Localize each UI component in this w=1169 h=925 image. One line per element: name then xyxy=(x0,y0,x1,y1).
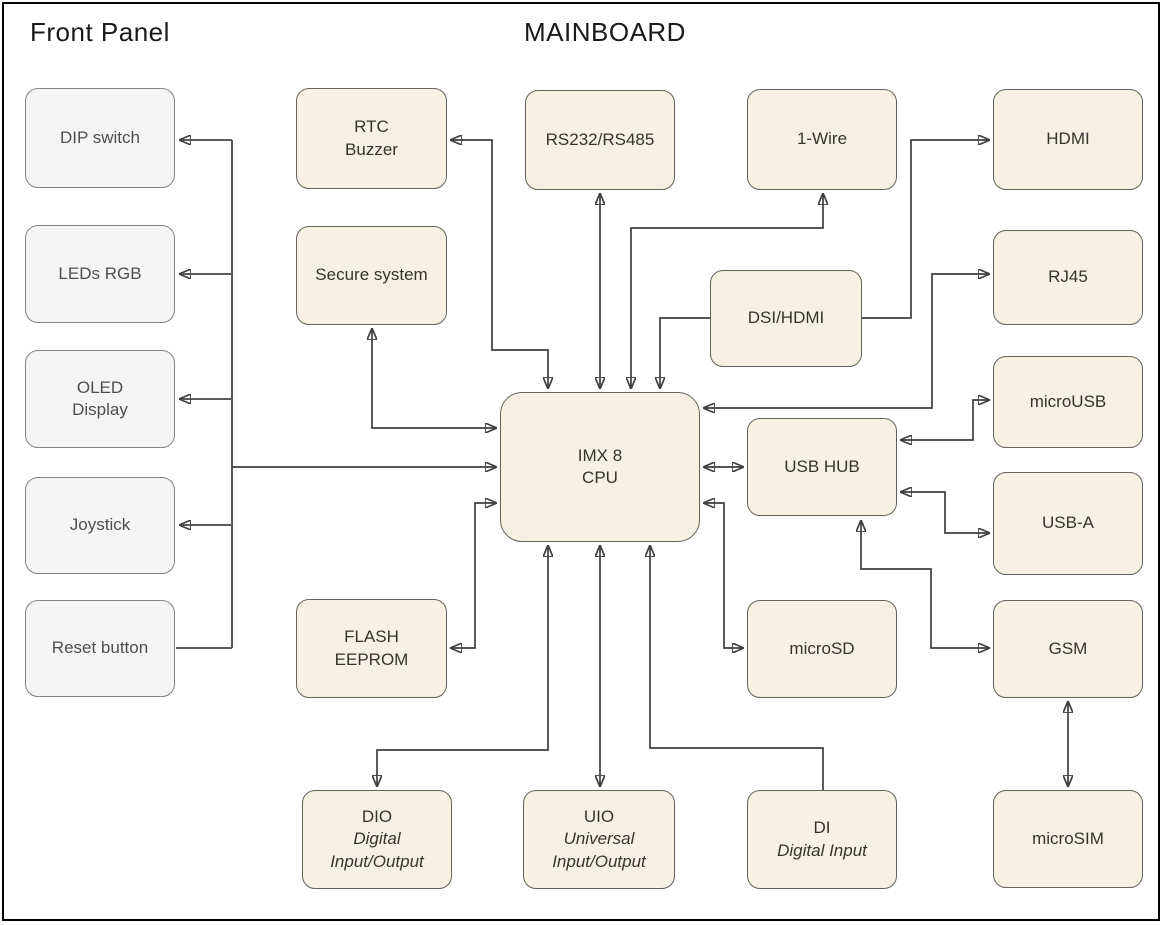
node-label: OLED Display xyxy=(72,377,128,419)
node-label: DIO xyxy=(361,807,393,827)
node-secure-system: Secure system xyxy=(296,226,447,325)
front-panel-title: Front Panel xyxy=(30,17,170,47)
node-label: GSM xyxy=(1048,638,1088,658)
node-dsi-hdmi: DSI/HDMI xyxy=(710,270,862,367)
edge-usb-hub-microusb xyxy=(901,400,989,440)
node-joystick: Joystick xyxy=(25,477,175,574)
edge-gsm-usb-hub xyxy=(861,521,989,648)
edge-cpu-dio xyxy=(377,546,548,786)
node-label: FLASH EEPROM xyxy=(334,627,409,669)
node-hdmi: HDMI xyxy=(993,89,1143,190)
node-rj45: RJ45 xyxy=(993,230,1143,325)
edge-cpu-rj45 xyxy=(704,274,989,408)
node-gsm: GSM xyxy=(993,600,1143,698)
node-di: DI Digital Input xyxy=(747,790,897,889)
node-microsim: microSIM xyxy=(993,790,1143,888)
node-label: microUSB xyxy=(1029,391,1107,411)
edge-dsi-hdmi-cpu xyxy=(660,317,712,388)
node-rtc-buzzer: RTC Buzzer xyxy=(296,88,447,189)
node-label: RJ45 xyxy=(1048,267,1088,287)
node-dip-switch: DIP switch xyxy=(25,88,175,188)
node-label: UIO xyxy=(583,807,615,827)
node-label: Joystick xyxy=(69,515,131,535)
node-label: Reset button xyxy=(51,638,149,658)
node-oled-display: OLED Display xyxy=(25,350,175,448)
edge-cpu-one-wire xyxy=(631,194,823,388)
node-label: LEDs RGB xyxy=(58,263,142,283)
node-reset-button: Reset button xyxy=(25,600,175,697)
node-sublabel: Digital Input/Output xyxy=(330,829,424,871)
node-leds-rgb: LEDs RGB xyxy=(25,225,175,323)
node-one-wire: 1-Wire xyxy=(747,89,897,190)
node-microusb: microUSB xyxy=(993,356,1143,448)
edge-di-cpu xyxy=(650,546,824,790)
node-label: HDMI xyxy=(1046,129,1090,149)
node-label: DI xyxy=(813,818,831,838)
edge-cpu-flash-eeprom xyxy=(451,503,496,648)
node-label: Secure system xyxy=(315,265,428,285)
edge-cpu-microsd xyxy=(704,503,743,648)
node-flash-eeprom: FLASH EEPROM xyxy=(296,599,447,698)
node-label: IMX 8 CPU xyxy=(577,445,623,487)
edge-cpu-secure-system xyxy=(372,329,496,428)
node-label: DIP switch xyxy=(60,127,140,147)
node-rs232-rs485: RS232/RS485 xyxy=(525,90,675,190)
node-label: microSD xyxy=(789,638,855,658)
node-microsd: microSD xyxy=(747,600,897,698)
node-label: DSI/HDMI xyxy=(747,308,825,328)
node-sublabel: Universal Input/Output xyxy=(552,829,646,871)
node-usb-a: USB-A xyxy=(993,472,1143,575)
mainboard-title: MAINBOARD xyxy=(524,17,686,47)
node-label: 1-Wire xyxy=(796,129,848,149)
node-label: USB-A xyxy=(1042,513,1094,533)
node-sublabel: Digital Input xyxy=(777,840,867,860)
node-uio: UIO Universal Input/Output xyxy=(523,790,675,889)
node-dio: DIO Digital Input/Output xyxy=(302,790,452,889)
node-label: RTC Buzzer xyxy=(345,117,398,159)
node-label: USB HUB xyxy=(784,456,860,476)
node-usb-hub: USB HUB xyxy=(747,418,897,516)
edge-usb-hub-usb-a xyxy=(901,492,989,533)
node-label: RS232/RS485 xyxy=(545,129,655,149)
node-cpu: IMX 8 CPU xyxy=(500,392,700,542)
node-label: microSIM xyxy=(1032,828,1104,848)
